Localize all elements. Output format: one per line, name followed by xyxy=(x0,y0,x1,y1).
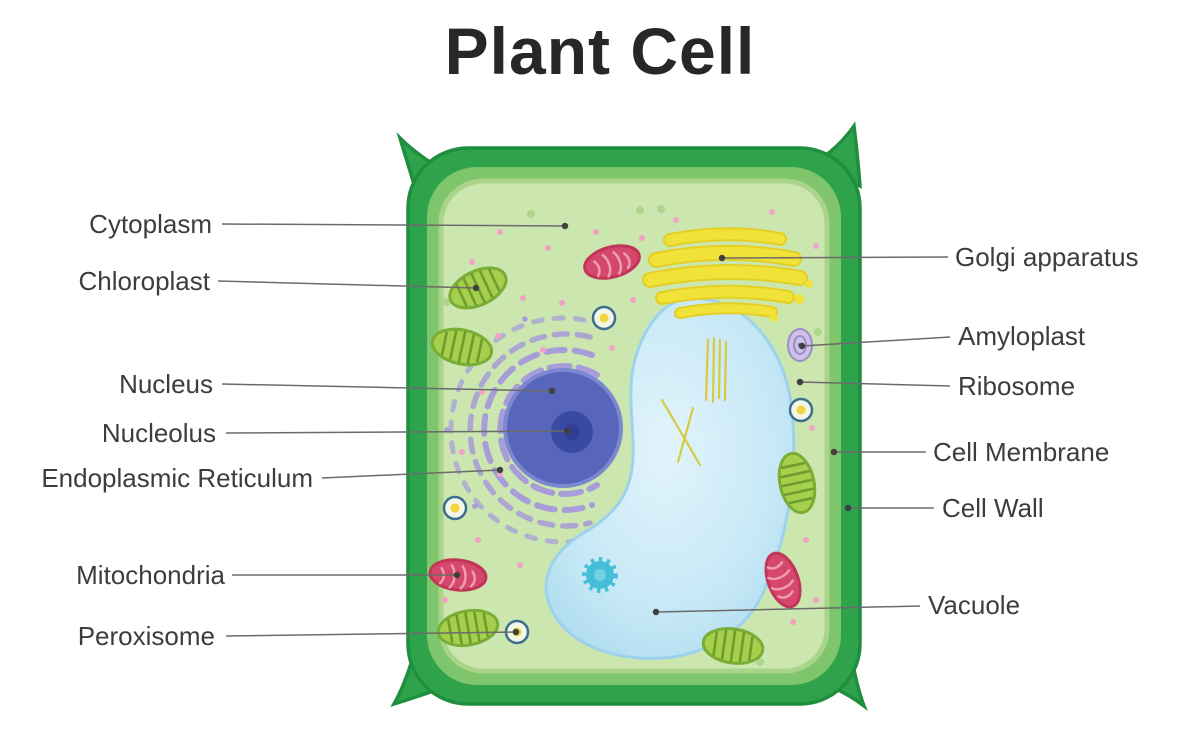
label-chloroplast: Chloroplast xyxy=(78,266,210,296)
leader-line-ribosome xyxy=(796,378,951,387)
leader-line-golgi-apparatus xyxy=(718,254,949,262)
vacuole-starburst xyxy=(582,557,618,593)
label-amyloplast: Amyloplast xyxy=(958,321,1086,351)
leader-line-mitochondria xyxy=(232,571,461,579)
page-title: Plant Cell xyxy=(444,14,756,88)
leader-line-cytoplasm xyxy=(221,222,569,230)
vacuole-shape xyxy=(544,296,796,660)
leader-line-chloroplast xyxy=(217,280,480,292)
leader-line-nucleus xyxy=(221,383,556,395)
golgi-apparatus-shape xyxy=(642,227,813,322)
vacuole-crystals xyxy=(660,336,728,467)
leader-line-cell-wall xyxy=(844,504,934,512)
endoplasmic-reticulum-shape xyxy=(444,315,600,545)
label-cell-membrane: Cell Membrane xyxy=(933,437,1110,467)
cytoplasm-granules xyxy=(443,205,822,666)
leader-line-amyloplast xyxy=(798,336,951,350)
leader-line-endoplasmic-reticulum xyxy=(321,466,504,479)
label-vacuole: Vacuole xyxy=(928,590,1021,620)
label-endoplasmic-reticulum: Endoplasmic Reticulum xyxy=(41,463,313,493)
leader-lines xyxy=(217,222,951,637)
label-nucleus: Nucleus xyxy=(119,369,213,399)
leader-line-nucleolus xyxy=(225,427,571,435)
label-ribosome: Ribosome xyxy=(958,371,1076,401)
label-golgi-apparatus: Golgi apparatus xyxy=(955,242,1139,272)
leader-line-cell-membrane xyxy=(830,448,926,456)
label-mitochondria: Mitochondria xyxy=(76,560,225,590)
nucleus-shape xyxy=(503,368,623,488)
label-nucleolus: Nucleolus xyxy=(101,418,216,448)
leader-line-peroxisome xyxy=(225,628,520,637)
leader-line-vacuole xyxy=(652,605,921,616)
label-cell-wall: Cell Wall xyxy=(942,493,1044,523)
label-peroxisome: Peroxisome xyxy=(77,621,215,651)
ribosome-speckles xyxy=(442,209,819,625)
label-cytoplasm: Cytoplasm xyxy=(89,209,212,239)
